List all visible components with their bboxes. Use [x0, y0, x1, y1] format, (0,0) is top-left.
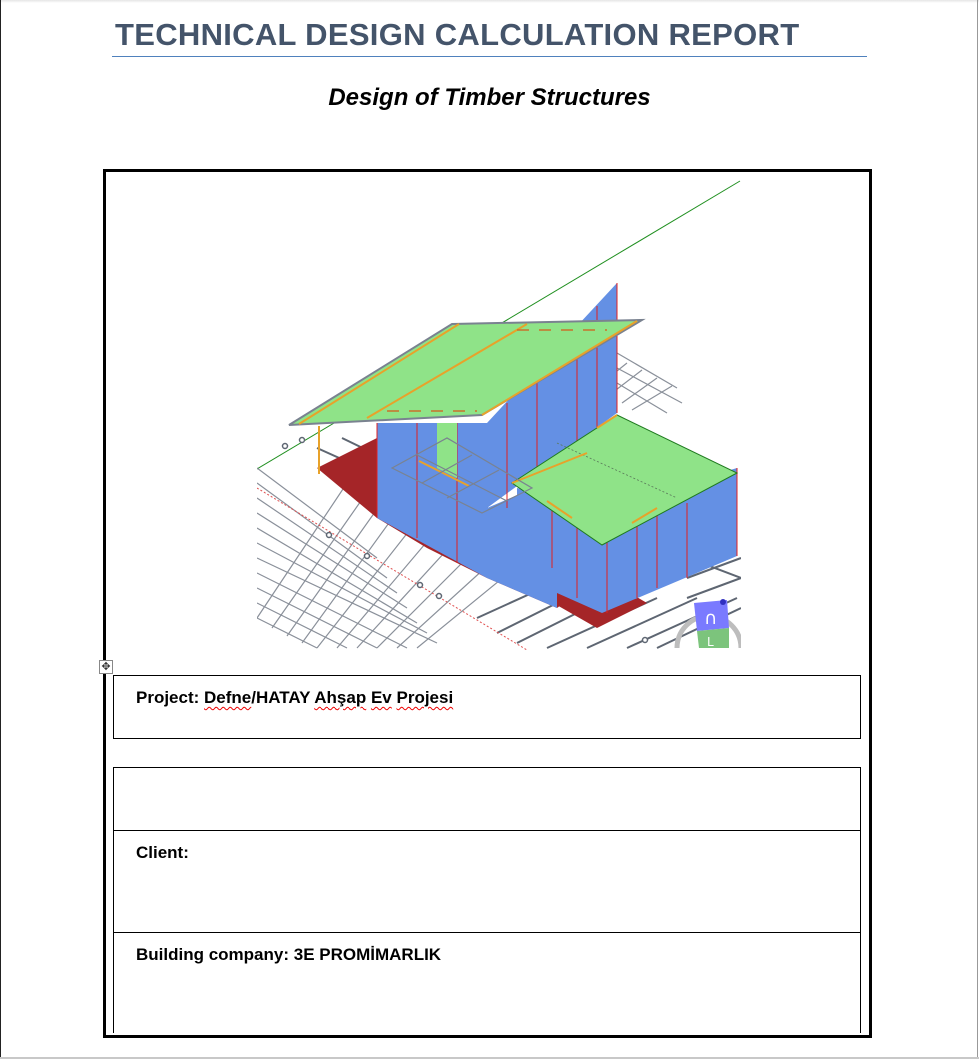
client-label: Client:	[136, 843, 189, 862]
project-value-part: Ev	[370, 688, 392, 707]
project-value-part: Ahşap	[314, 688, 367, 707]
cover-frame	[103, 169, 872, 1038]
title-underline	[112, 56, 867, 57]
project-value-part: Defne	[204, 688, 252, 707]
page-top-shadow	[0, 0, 979, 3]
project-value-part: Projesi	[396, 688, 454, 707]
structure-model-image: ∩ L	[257, 180, 741, 650]
company-label: Building company:	[136, 945, 289, 964]
client-field: Client:	[136, 843, 189, 863]
svg-text:L: L	[707, 635, 714, 649]
blank-row	[114, 768, 860, 831]
view-cube-icon: ∩ L	[674, 599, 741, 649]
project-field: Project: Defne/HATAY Ahşap Ev Projesi	[136, 688, 453, 708]
company-field: Building company: 3E PROMİMARLIK	[136, 945, 441, 965]
svg-text:∩: ∩	[704, 608, 717, 629]
page-edge	[0, 0, 1, 1059]
report-subtitle: Design of Timber Structures	[328, 84, 651, 111]
project-label: Project:	[136, 688, 200, 707]
page-edge	[0, 1057, 979, 1059]
project-row: Project: Defne/HATAY Ahşap Ev Projesi	[113, 675, 861, 739]
page-edge	[977, 0, 978, 1059]
report-title: TECHNICAL DESIGN CALCULATION REPORT	[115, 17, 800, 52]
table-move-handle-icon[interactable]: ✥	[99, 660, 113, 674]
client-row: Client:	[114, 831, 860, 933]
project-value-part: /HATAY	[251, 688, 315, 707]
company-value: 3E PROMİMARLIK	[293, 945, 442, 964]
company-row: Building company: 3E PROMİMARLIK	[114, 933, 860, 1033]
details-table: Client: Building company: 3E PROMİMARLIK	[113, 767, 861, 1033]
